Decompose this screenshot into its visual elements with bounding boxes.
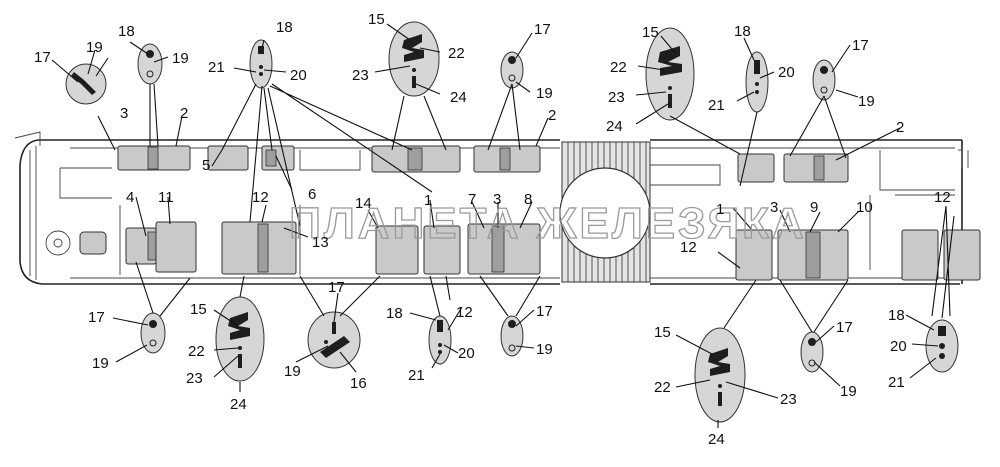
callout-2: 2 (548, 107, 556, 124)
seat-row-bottom-rear (735, 229, 981, 281)
bus-body (14, 131, 969, 285)
callout-13: 13 (312, 234, 329, 251)
callout-18: 18 (118, 23, 135, 40)
callout-15: 15 (368, 11, 385, 28)
callout-12: 12 (934, 189, 951, 206)
callout-18: 18 (276, 19, 293, 36)
callout-2: 2 (896, 119, 904, 136)
detail-oval (812, 59, 836, 101)
callout-12: 12 (456, 304, 473, 321)
watermark-text: ПЛАНЕТА ЖЕЛЕЗЯКА (289, 199, 807, 248)
callout-14: 14 (355, 195, 372, 212)
callout-15: 15 (642, 24, 659, 41)
callout-19: 19 (86, 39, 103, 56)
callout-18: 18 (734, 23, 751, 40)
callout-1: 1 (716, 201, 724, 218)
callout-22: 22 (654, 379, 671, 396)
detail-oval (307, 311, 361, 369)
detail-oval (215, 296, 265, 382)
callout-3: 3 (493, 191, 501, 208)
callout-2: 2 (180, 105, 188, 122)
detail-oval (140, 312, 166, 354)
callout-22: 22 (448, 45, 465, 62)
seat-row-top-rear (737, 153, 849, 183)
seat-row-top-front (117, 145, 295, 171)
callout-24: 24 (450, 89, 467, 106)
callout-17: 17 (836, 319, 853, 336)
articulation-joint (559, 141, 651, 283)
callout-21: 21 (208, 59, 225, 76)
callout-7: 7 (468, 191, 476, 208)
callout-16: 16 (350, 375, 367, 392)
callout-22: 22 (610, 59, 627, 76)
callout-3: 3 (770, 199, 778, 216)
callout-labels: 17 19 18 19 3 2 18 21 20 15 22 23 24 17 … (34, 11, 951, 448)
detail-oval (745, 51, 769, 113)
detail-oval (500, 51, 524, 89)
callout-17: 17 (88, 309, 105, 326)
callout-10: 10 (856, 199, 873, 216)
callout-19: 19 (840, 383, 857, 400)
detail-oval (249, 39, 273, 89)
detail-oval (694, 327, 746, 423)
detail-oval (388, 21, 440, 97)
steering-wheel-icon (45, 230, 71, 256)
callout-24: 24 (708, 431, 725, 448)
callout-20: 20 (290, 67, 307, 84)
callout-21: 21 (888, 374, 905, 391)
seat-row-bottom-front (125, 221, 419, 275)
callout-24: 24 (230, 396, 247, 413)
callout-20: 20 (778, 64, 795, 81)
callout-3: 3 (120, 105, 128, 122)
seat-row-top-middle (371, 145, 541, 173)
callout-20: 20 (458, 345, 475, 362)
callout-4: 4 (126, 189, 134, 206)
callout-24: 24 (606, 118, 623, 135)
callout-6: 6 (308, 186, 316, 203)
callout-22: 22 (188, 343, 205, 360)
callout-19: 19 (536, 85, 553, 102)
callout-15: 15 (654, 324, 671, 341)
callout-19: 19 (858, 93, 875, 110)
detail-oval (428, 315, 452, 365)
callout-19: 19 (284, 363, 301, 380)
leader-lines (51, 23, 955, 428)
callout-23: 23 (352, 67, 369, 84)
detail-oval (65, 63, 107, 105)
callout-17: 17 (34, 49, 51, 66)
callout-23: 23 (608, 89, 625, 106)
callout-15: 15 (190, 301, 207, 318)
callout-18: 18 (888, 307, 905, 324)
callout-17: 17 (852, 37, 869, 54)
callout-9: 9 (810, 199, 818, 216)
callout-12: 12 (252, 189, 269, 206)
callout-17: 17 (534, 21, 551, 38)
callout-11: 11 (158, 189, 174, 206)
callout-19: 19 (536, 341, 553, 358)
callout-8: 8 (524, 191, 532, 208)
callout-20: 20 (890, 338, 907, 355)
callout-21: 21 (408, 367, 425, 384)
seat-row-bottom-middle (423, 223, 541, 275)
callout-17: 17 (328, 279, 345, 296)
callout-19: 19 (92, 355, 109, 372)
detail-oval (137, 43, 163, 85)
callout-23: 23 (186, 370, 203, 387)
driver-seat (79, 231, 107, 255)
callout-17: 17 (536, 303, 553, 320)
callout-5: 5 (202, 157, 210, 174)
callout-18: 18 (386, 305, 403, 322)
callout-1: 1 (424, 192, 432, 209)
detail-oval (645, 27, 695, 121)
callout-21: 21 (708, 97, 725, 114)
callout-23: 23 (780, 391, 797, 408)
callout-12: 12 (680, 239, 697, 256)
callout-19: 19 (172, 50, 189, 67)
